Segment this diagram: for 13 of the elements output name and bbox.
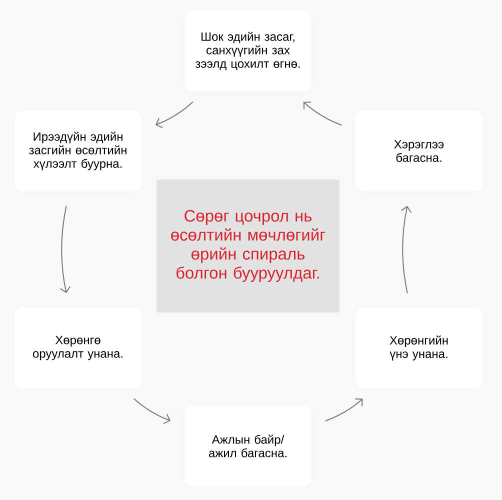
arrow bbox=[134, 398, 171, 424]
process-box: Ажлын байр/ ажил багасна. bbox=[184, 404, 312, 488]
arrow bbox=[400, 206, 412, 294]
process-box: Шок эдийн засаг, санхүүгийн зах зээлд цохилт өгнө. bbox=[184, 10, 312, 92]
process-box: Хэрэглээ багасна. bbox=[354, 110, 484, 192]
statement-box: Сөрөг цочрол нь өсөлтийн мөчлөгийг өрийн спираль болгон бууруулдаг. bbox=[156, 180, 340, 312]
arrow bbox=[303, 102, 342, 126]
arrow bbox=[60, 205, 71, 294]
arrow bbox=[155, 101, 194, 128]
process-box: Хөрөнгө оруулалт унана. bbox=[14, 306, 142, 390]
process-box: Ирээдүйн эдийн засгийн өсөлтийн хүлээлт буурна. bbox=[14, 110, 142, 192]
arrow bbox=[324, 398, 363, 422]
process-box: Хөрөнгийн үнэ унана. bbox=[354, 306, 484, 390]
